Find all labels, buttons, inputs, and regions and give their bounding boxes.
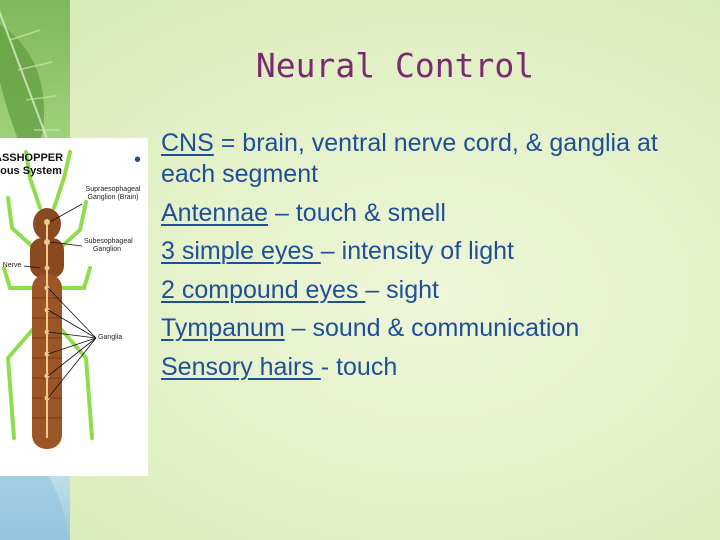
bullet-text: – intensity of light <box>320 237 514 265</box>
bullet-item: Antennae – touch & smell <box>161 190 716 229</box>
bullet-text: – touch & smell <box>268 198 446 227</box>
bullet-item: CNS = brain, ventral nerve cord, & gangl… <box>161 128 716 190</box>
bullet-term: Antennae <box>161 198 269 227</box>
bullet-dot: • <box>134 149 142 171</box>
grasshopper-nervous-system-diagram: ASSHOPPER vous System Supraesophageal Ga… <box>0 138 148 476</box>
diagram-caption: ASSHOPPER vous System <box>0 152 64 177</box>
bullet-term: 3 simple eyes <box>161 237 321 265</box>
subesophageal-label: Subesophageal Ganglion <box>84 238 133 253</box>
bullet-text: – sound & communication <box>284 314 580 342</box>
ganglia-label: Ganglia <box>98 334 123 341</box>
nerve-label: Nerve <box>2 262 22 269</box>
bullet-item: Tympanum – sound & communication <box>161 306 716 345</box>
bullet-term: 2 compound eyes <box>161 275 366 304</box>
bullet-item: 2 compound eyes – sight <box>161 267 716 306</box>
bullet-item: Sensory hairs - touch <box>161 344 716 383</box>
bullet-text: – sight <box>365 275 439 304</box>
bullet-item: 3 simple eyes – intensity of light <box>161 229 716 268</box>
bullet-text: = brain, ventral nerve cord, & ganglia a… <box>161 129 658 188</box>
slide-title: Neural Control <box>255 46 535 85</box>
bullet-term: CNS <box>161 129 214 157</box>
bullet-list: CNS = brain, ventral nerve cord, & gangl… <box>161 128 716 383</box>
bullet-term: Sensory hairs <box>161 352 321 381</box>
bullet-text: - touch <box>320 352 398 381</box>
supraesophageal-label: Supraesophageal Ganglion (Brain) <box>85 186 141 201</box>
bullet-term: Tympanum <box>161 314 285 342</box>
